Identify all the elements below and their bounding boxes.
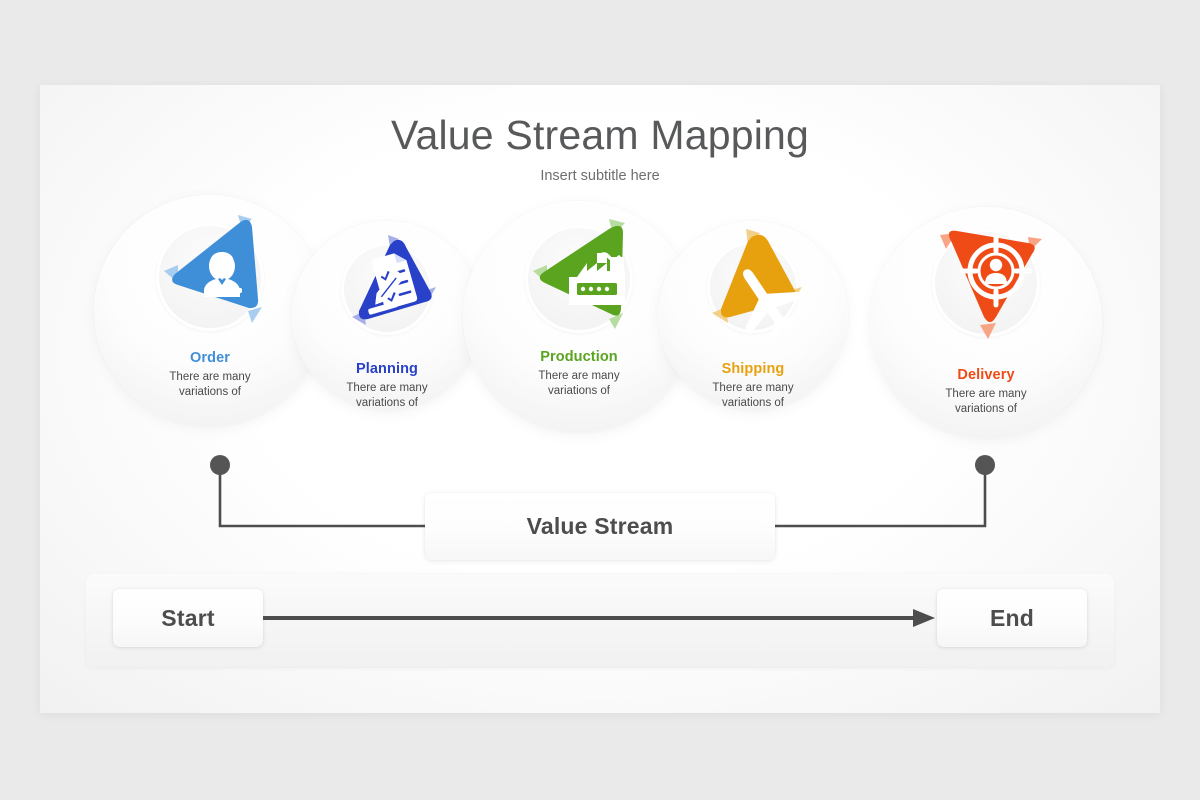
node-label: Delivery xyxy=(957,367,1015,383)
value-stream-card[interactable]: Value Stream xyxy=(425,493,775,560)
node-caption: Shipping There are many variations of xyxy=(653,361,853,410)
start-node[interactable]: Start xyxy=(113,589,263,647)
target-person-icon xyxy=(916,213,1056,353)
factory-icon xyxy=(511,209,651,349)
value-stream-label: Value Stream xyxy=(526,513,674,539)
node-description: There are many variations of xyxy=(346,382,428,409)
flow-bar: Start End xyxy=(85,573,1115,668)
page-subtitle: Insert subtitle here xyxy=(540,168,660,184)
user-person-icon xyxy=(142,207,282,347)
node-label: Order xyxy=(190,350,230,366)
node-caption: Planning There are many variations of xyxy=(287,361,487,410)
node-description: There are many variations of xyxy=(538,370,620,397)
page-title: Value Stream Mapping xyxy=(390,112,810,158)
slide-canvas: Value Stream Mapping Insert subtitle her… xyxy=(40,85,1160,713)
node-description: There are many variations of xyxy=(712,382,794,409)
node-label: Shipping xyxy=(721,361,785,377)
node-description: There are many variations of xyxy=(169,371,251,398)
node-label: Planning xyxy=(355,361,419,377)
process-stage: Order There are many variations of xyxy=(40,195,1160,485)
start-label: Start xyxy=(161,604,215,631)
end-node[interactable]: End xyxy=(937,589,1087,647)
checklist-pencil-icon xyxy=(328,229,448,349)
node-description: There are many variations of xyxy=(945,388,1027,415)
node-caption: Delivery There are many variations of xyxy=(886,367,1086,416)
flow-arrow-icon xyxy=(263,609,935,627)
end-label: End xyxy=(989,604,1035,631)
airplane-icon xyxy=(690,225,818,353)
node-label: Production xyxy=(540,349,618,365)
node-caption: Order There are many variations of xyxy=(110,350,310,399)
node-caption: Production There are many variations of xyxy=(479,349,679,398)
